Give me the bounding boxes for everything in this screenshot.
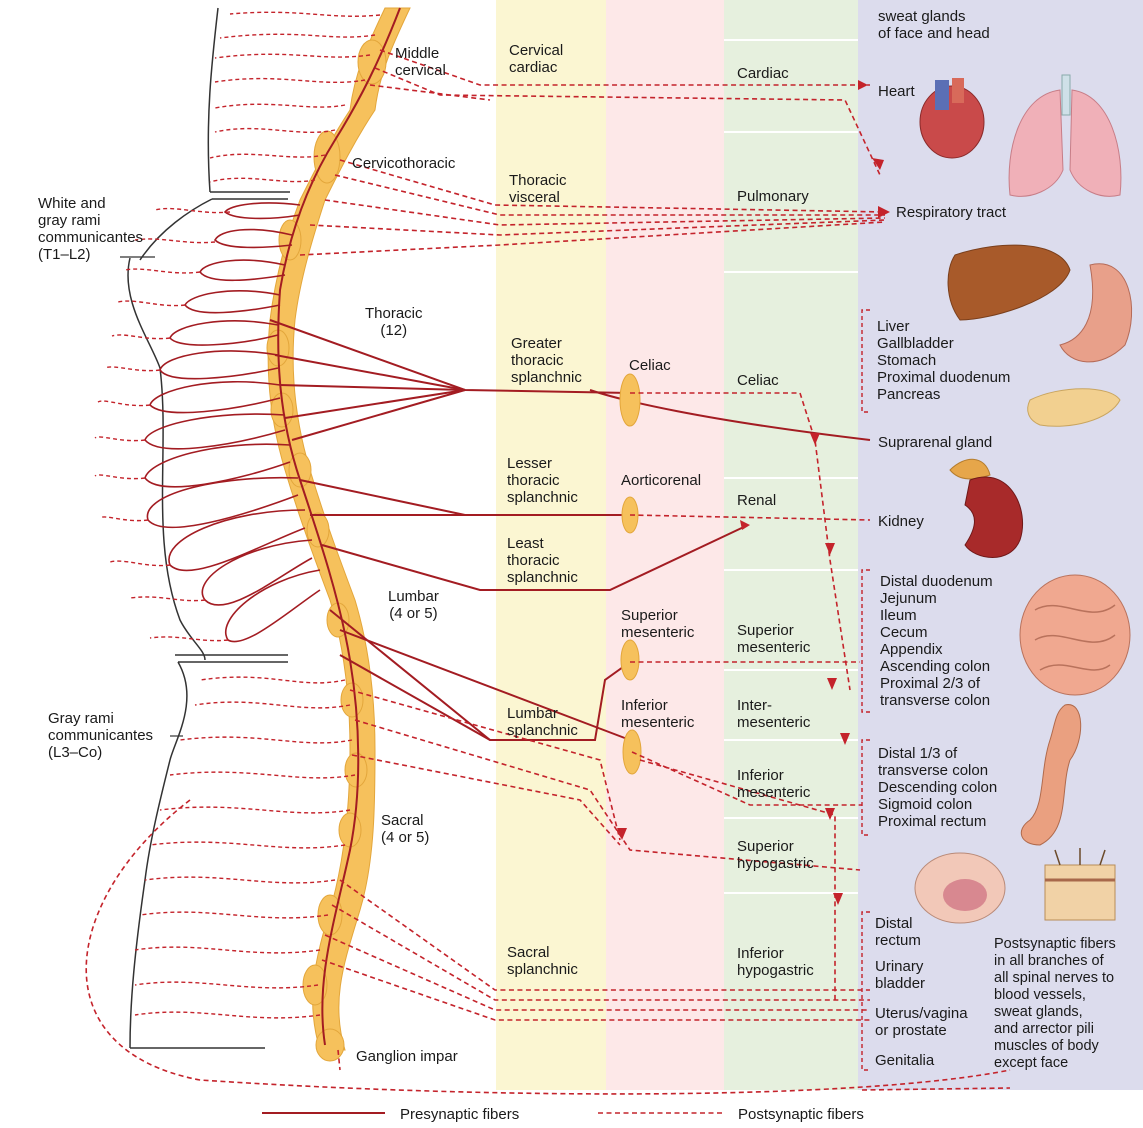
label-uterus-prostate: Uterus/vagina or prostate [875,1005,968,1039]
label-celiac-ganglion: Celiac [629,357,671,374]
label-cardiac-plexus: Cardiac [737,65,789,82]
label-superior-mesenteric-ganglion: Superior mesenteric [621,607,694,641]
label-least-thoracic-splanchnic: Least thoracic splanchnic [507,535,578,586]
label-sweat-glands-face: sweat glands of face and head [878,8,990,42]
label-distal-rectum: Distal rectum [875,915,921,949]
label-inferior-mesenteric-plexus: Inferior mesenteric [737,767,810,801]
label-inferior-mesenteric-ganglion: Inferior mesenteric [621,697,694,731]
label-respiratory-tract: Respiratory tract [896,204,1006,221]
label-renal-plexus: Renal [737,492,776,509]
label-gray-rami: Gray rami communicantes (L3–Co) [48,710,153,761]
label-superior-hypogastric-plexus: Superior hypogastric [737,838,814,872]
label-celiac-plexus: Celiac [737,372,779,389]
label-cervical-cardiac: Cervical cardiac [509,42,563,76]
label-sacral-ganglia: Sacral (4 or 5) [381,812,429,846]
label-superior-mesenteric-plexus: Superior mesenteric [737,622,810,656]
label-urinary-bladder: Urinary bladder [875,958,925,992]
label-inferior-hypogastric-plexus: Inferior hypogastric [737,945,814,979]
label-aorticorenal-ganglion: Aorticorenal [621,472,701,489]
label-pulmonary-plexus: Pulmonary [737,188,809,205]
label-postsynaptic-note: Postsynaptic fibers in all branches of a… [994,936,1116,1072]
rami-label-leaders [120,257,183,736]
label-heart: Heart [878,83,915,100]
label-genitalia: Genitalia [875,1052,934,1069]
small-intestine-illustration [1020,575,1130,695]
label-lesser-thoracic-splanchnic: Lesser thoracic splanchnic [507,455,578,506]
label-lumbar-ganglia: Lumbar (4 or 5) [388,588,439,622]
label-white-gray-rami: White and gray rami communicantes (T1–L2… [38,195,143,263]
label-suprarenal-gland: Suprarenal gland [878,434,992,451]
label-foregut-targets: Liver Gallbladder Stomach Proximal duode… [877,318,1010,403]
label-kidney: Kidney [878,513,924,530]
legend-postsynaptic-label: Postsynaptic fibers [738,1106,864,1123]
label-ganglion-impar: Ganglion impar [356,1048,458,1065]
label-cervicothoracic: Cervicothoracic [352,155,455,172]
label-thoracic-visceral: Thoracic visceral [509,172,567,206]
label-intermesenteric-plexus: Inter- mesenteric [737,697,810,731]
spinal-cord-outline [128,8,290,1048]
pelvis-illustration [915,853,1005,923]
legend-presynaptic-label: Presynaptic fibers [400,1106,519,1123]
band-plexus [724,0,858,1090]
label-middle-cervical: Middle cervical [395,45,446,79]
label-hindgut-targets: Distal 1/3 of transverse colon Descendin… [878,745,997,830]
label-midgut-targets: Distal duodenum Jejunum Ileum Cecum Appe… [880,573,993,709]
label-greater-thoracic-splanchnic: Greater thoracic splanchnic [511,335,582,386]
label-thoracic-ganglia: Thoracic (12) [365,305,423,339]
label-lumbar-splanchnic: Lumbar splanchnic [507,705,578,739]
label-sacral-splanchnic: Sacral splanchnic [507,944,578,978]
